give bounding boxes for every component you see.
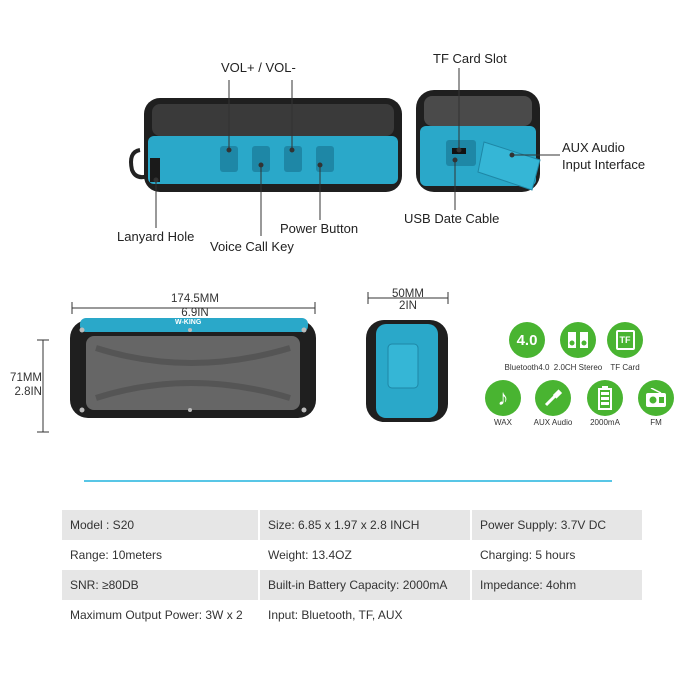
spec-table: Model : S20 Size: 6.85 x 1.97 x 2.8 INCH… — [62, 510, 642, 630]
lanyard-hole — [150, 158, 160, 182]
feature-label-fm: FM — [650, 418, 662, 427]
speaker-end-view — [366, 320, 448, 422]
tf-card-icon: TF — [607, 322, 643, 358]
spec-cell — [470, 600, 642, 630]
speaker-top-view — [129, 98, 402, 192]
spec-row: SNR: ≥80DB Built-in Battery Capacity: 20… — [62, 570, 642, 600]
spec-cell: Range: 10meters — [70, 548, 163, 562]
depth-in-label: 2IN — [399, 300, 417, 312]
radio-glyph — [646, 388, 666, 407]
vol-plus-button — [220, 146, 238, 172]
vol-minus-button — [284, 146, 302, 172]
callout-lanyard: Lanyard Hole — [117, 229, 195, 244]
spec-cell: SNR: ≥80DB — [62, 570, 258, 600]
section-divider — [84, 480, 612, 482]
front-grille — [86, 336, 300, 410]
feature-label-aux: AUX Audio — [533, 418, 573, 427]
music-note-icon: ♪ — [485, 380, 521, 416]
height-mm-label: 71MM — [10, 372, 42, 384]
width-mm-label: 174.5MM — [171, 293, 219, 305]
height-in-label: 2.8IN — [14, 386, 43, 398]
callout-aux-1: AUX Audio — [562, 140, 625, 155]
button-row — [220, 146, 334, 172]
front-blue-top — [80, 318, 308, 332]
spec-cell: Charging: 5 hours — [470, 540, 642, 570]
lanyard-strap — [129, 148, 149, 180]
top-blue-band — [148, 136, 398, 184]
callout-vol: VOL+ / VOL- — [221, 60, 296, 75]
feature-label-wax: WAX — [494, 418, 512, 427]
battery-icon — [587, 380, 623, 416]
aux-plug-icon — [535, 380, 571, 416]
port-cover-flap — [477, 141, 541, 191]
callout-voice: Voice Call Key — [210, 239, 294, 254]
feature-label-bluetooth: Bluetooth4.0 — [504, 363, 550, 372]
bluetooth-icon: 4.0 — [509, 322, 545, 358]
callout-lines — [153, 68, 560, 236]
depth-mm-label: 50MM — [392, 288, 424, 300]
callout-aux-2: Input Interface — [562, 157, 646, 172]
spec-row: Range: 10meters Weight: 13.4OZ Charging:… — [62, 540, 642, 570]
front-screws — [79, 327, 307, 413]
feature-label-tf: TF Card — [610, 363, 640, 372]
spec-row: Model : S20 Size: 6.85 x 1.97 x 2.8 INCH… — [62, 510, 642, 540]
spec-cell: Impedance: 4ohm — [470, 570, 642, 600]
aux-glyph — [544, 389, 563, 407]
feature-label-battery: 2000mA — [590, 418, 620, 427]
spec-cell: Input: Bluetooth, TF, AUX — [258, 600, 470, 630]
spec-cell: Model : S20 — [62, 510, 258, 540]
speaker-side-view — [416, 90, 541, 192]
speaker-front-view — [70, 318, 316, 418]
callout-power: Power Button — [280, 221, 359, 236]
top-panel — [152, 104, 394, 136]
width-in-label: 6.9IN — [181, 307, 209, 319]
end-cover — [387, 343, 419, 389]
stereo-glyph — [568, 332, 588, 348]
side-top-panel — [424, 96, 532, 126]
dimension-lines — [37, 292, 449, 433]
feature-label-stereo: 2.0CH Stereo — [553, 363, 603, 372]
spec-cell: Weight: 13.4OZ — [258, 540, 470, 570]
spec-cell: Built-in Battery Capacity: 2000mA — [258, 570, 470, 600]
voice-call-button — [252, 146, 270, 172]
spec-row: Maximum Output Power: 3W x 2 Input: Blue… — [62, 600, 642, 630]
callout-usb: USB Date Cable — [404, 211, 500, 226]
grille-x-pattern — [95, 345, 291, 401]
spec-cell: Maximum Output Power: 3W x 2 — [70, 608, 243, 622]
callout-tf-slot: TF Card Slot — [433, 51, 507, 66]
power-button — [316, 146, 334, 172]
brand-logo: W-KING — [175, 319, 202, 326]
stereo-speakers-icon — [560, 322, 596, 358]
spec-cell: Size: 6.85 x 1.97 x 2.8 INCH — [258, 510, 470, 540]
spec-cell: Power Supply: 3.7V DC — [470, 510, 642, 540]
battery-glyph — [598, 386, 612, 410]
radio-icon — [638, 380, 674, 416]
